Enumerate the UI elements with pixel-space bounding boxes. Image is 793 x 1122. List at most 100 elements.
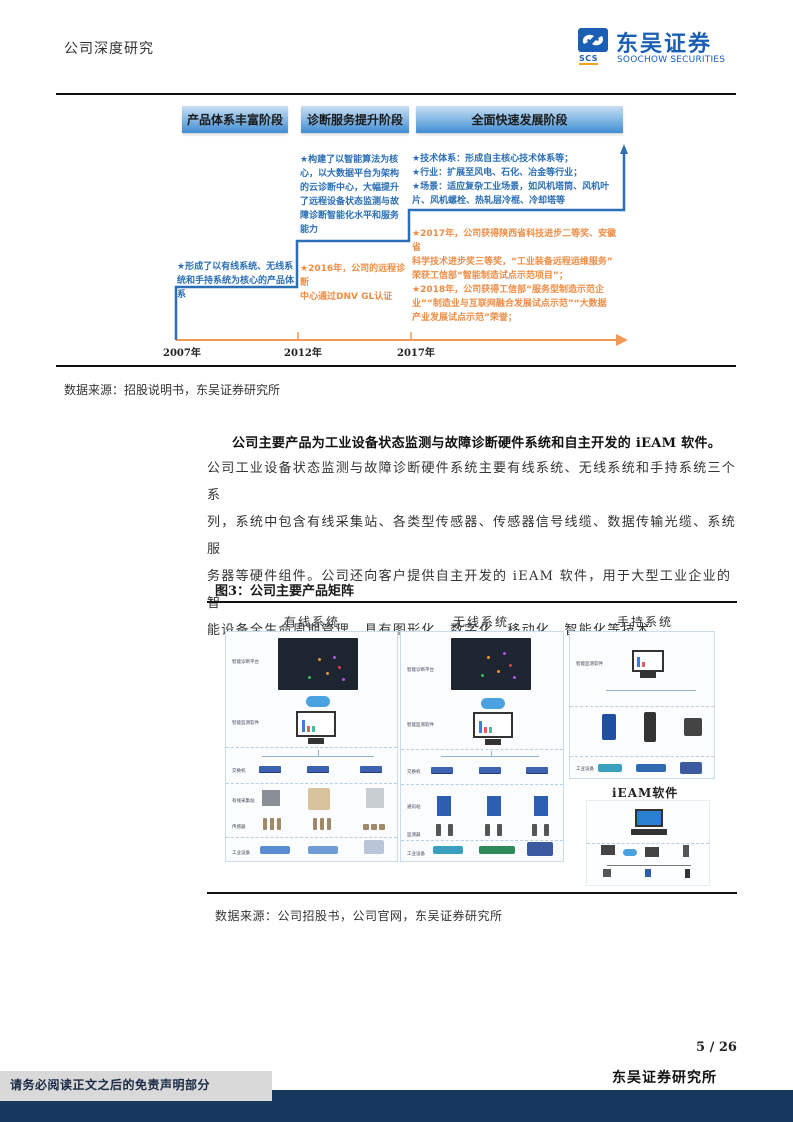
sensor-icon [371, 824, 377, 830]
device-icon [645, 869, 651, 877]
sensor-icon [485, 824, 490, 836]
connection-wire [318, 750, 319, 756]
row-label: 工业设备 [232, 851, 250, 856]
figure3-bottom-rule [207, 892, 737, 894]
text-line: 的云诊断中心，大幅提升 [300, 183, 400, 193]
panel-label-wired: 有线系统 [284, 615, 341, 629]
industrial-equipment-image [680, 762, 702, 774]
text-line: 障诊断智能化水平和服务 [300, 211, 400, 221]
row-label: 有线采集站 [232, 799, 255, 804]
connection-wire [491, 751, 492, 757]
switch-icon [431, 767, 453, 773]
switch-icon [526, 767, 548, 773]
ieam-software-title: iEAM软件 [612, 786, 679, 800]
row-label: 智能监测软件 [576, 662, 603, 667]
year-label-2007: 2007年 [163, 348, 201, 359]
sensor-icon [313, 818, 317, 830]
row-label: 通讯站 [407, 805, 421, 810]
portable-analyzer-image [684, 718, 702, 736]
diagnosis-dashboard-image [278, 638, 358, 690]
figure-source-note: 数据来源：招股说明书，东吴证券研究所 [64, 383, 281, 397]
panel-label-wireless: 无线系统 [453, 615, 510, 629]
figure3-source-note: 数据来源：公司招股书，公司官网，东吴证券研究所 [215, 909, 503, 923]
text-line: 业”“制造业与互联网融合发展试点示范”“大数据 [412, 299, 607, 309]
text-line: 荣获工信部“智能制造试点示范项目”； [412, 271, 568, 281]
header-divider [56, 93, 736, 95]
stage-header-rapid-growth: 全面快速发展阶段 [416, 106, 623, 133]
footer-organization: 东吴证券研究所 [612, 1070, 717, 1086]
device-icon [603, 869, 611, 877]
monitor-icon [473, 712, 513, 738]
text-line: ★技术体系：形成自主核心技术体系等； [412, 154, 574, 164]
sensor-icon [270, 818, 274, 830]
monitor-stand [640, 672, 656, 678]
device-icon [685, 869, 690, 878]
sensor-icon [327, 818, 331, 830]
text-line: 能力 [300, 225, 319, 235]
text-line: 统和手持系统为核心的产品体 [177, 276, 295, 286]
row-label: 智能诊断平台 [232, 660, 259, 665]
stage3-description: ★技术体系：形成自主核心技术体系等； ★行业：扩展至风电、石化、冶金等行业； ★… [412, 152, 622, 208]
industrial-equipment-image [433, 846, 463, 854]
sensor-icon [363, 824, 369, 830]
row-label: 传感器 [232, 825, 246, 830]
row-label: 交换机 [232, 769, 246, 774]
disclaimer-notice: 请务必阅读正文之后的免责声明部分 [0, 1071, 272, 1101]
development-timeline-figure: 产品体系丰富阶段 诊断服务提升阶段 全面快速发展阶段 ★形成了以有线系统、无线系… [160, 100, 640, 362]
network-cloud-icon [623, 849, 637, 856]
server-icon [631, 829, 667, 835]
row-label: 智能诊断平台 [407, 668, 434, 673]
row-divider [401, 749, 563, 750]
connection-wire [441, 756, 539, 757]
smartphone-inspector-image [602, 714, 616, 740]
stage1-description: ★形成了以有线系统、无线系 统和手持系统为核心的产品体 系 [177, 260, 295, 302]
handheld-collector-image [644, 712, 656, 742]
logo-scs-text: SCS [579, 54, 599, 65]
ieam-architecture-diagram [586, 800, 710, 886]
sensor-icon [544, 824, 549, 836]
row-divider [570, 756, 714, 757]
text-line: 片、风机螺栓、热轧层冷棍、冷却塔等 [412, 196, 566, 206]
sensor-icon [379, 824, 385, 830]
row-divider [226, 837, 397, 838]
row-divider [570, 706, 714, 707]
diagnosis-dashboard-image [451, 638, 531, 690]
row-divider [226, 747, 397, 748]
industrial-equipment-image [260, 846, 290, 854]
row-divider [587, 843, 709, 844]
row-label: 智能监测软件 [232, 721, 259, 726]
connection-wire [606, 690, 696, 691]
explosion-proof-collector-image [308, 788, 330, 810]
year-label-2012: 2012年 [284, 348, 322, 359]
switch-icon [259, 766, 281, 772]
stage2-milestone: ★2016年，公司的远程诊断 中心通过DNV GL认证 [300, 262, 412, 304]
soochow-logo: SCS 东吴证券 SOOCHOW SECURITIES [578, 28, 738, 68]
text-line: 系 [177, 290, 187, 300]
monitor-icon [296, 711, 336, 737]
internet-cloud-icon [481, 698, 505, 709]
wireless-station-image [437, 796, 451, 816]
text-line: ★2018年，公司获得工信部“服务型制造示范企 [412, 285, 605, 295]
text-line: 科学技术进步奖三等奖，“工业装备远程运维服务” [412, 257, 613, 267]
row-label: 工业设备 [576, 767, 594, 772]
monitor-icon [632, 650, 664, 672]
text-line: ★2016年，公司的远程诊断 [300, 264, 406, 288]
handheld-system-diagram: 智能监测软件 工业设备 [569, 631, 715, 779]
paragraph-line: 列，系统中包含有线采集站、各类型传感器、传感器信号线缆、数据传输光缆、系统服 [207, 515, 737, 557]
text-line: ★形成了以有线系统、无线系 [177, 262, 294, 272]
year-label-2017: 2017年 [397, 348, 435, 359]
industrial-equipment-image [527, 842, 553, 856]
row-label: 交换机 [407, 770, 421, 775]
connection-wire [262, 756, 374, 757]
sensor-icon [497, 824, 502, 836]
figure3-title: 图3：公司主要产品矩阵 [215, 584, 355, 599]
text-line: ★构建了以智能算法为核 [300, 155, 399, 165]
wireless-system-diagram: 智能诊断平台 智能监测软件 交换机 通讯站 监测器 工业设备 [400, 631, 564, 862]
switch-icon [307, 766, 329, 772]
stage-header-product: 产品体系丰富阶段 [182, 106, 288, 133]
wind-turbine-image [364, 840, 384, 854]
row-divider [401, 784, 563, 785]
industrial-equipment-image [598, 764, 622, 772]
text-line: ★行业：扩展至风电、石化、冶金等行业； [412, 168, 583, 178]
stage-header-diagnosis: 诊断服务提升阶段 [301, 106, 409, 133]
